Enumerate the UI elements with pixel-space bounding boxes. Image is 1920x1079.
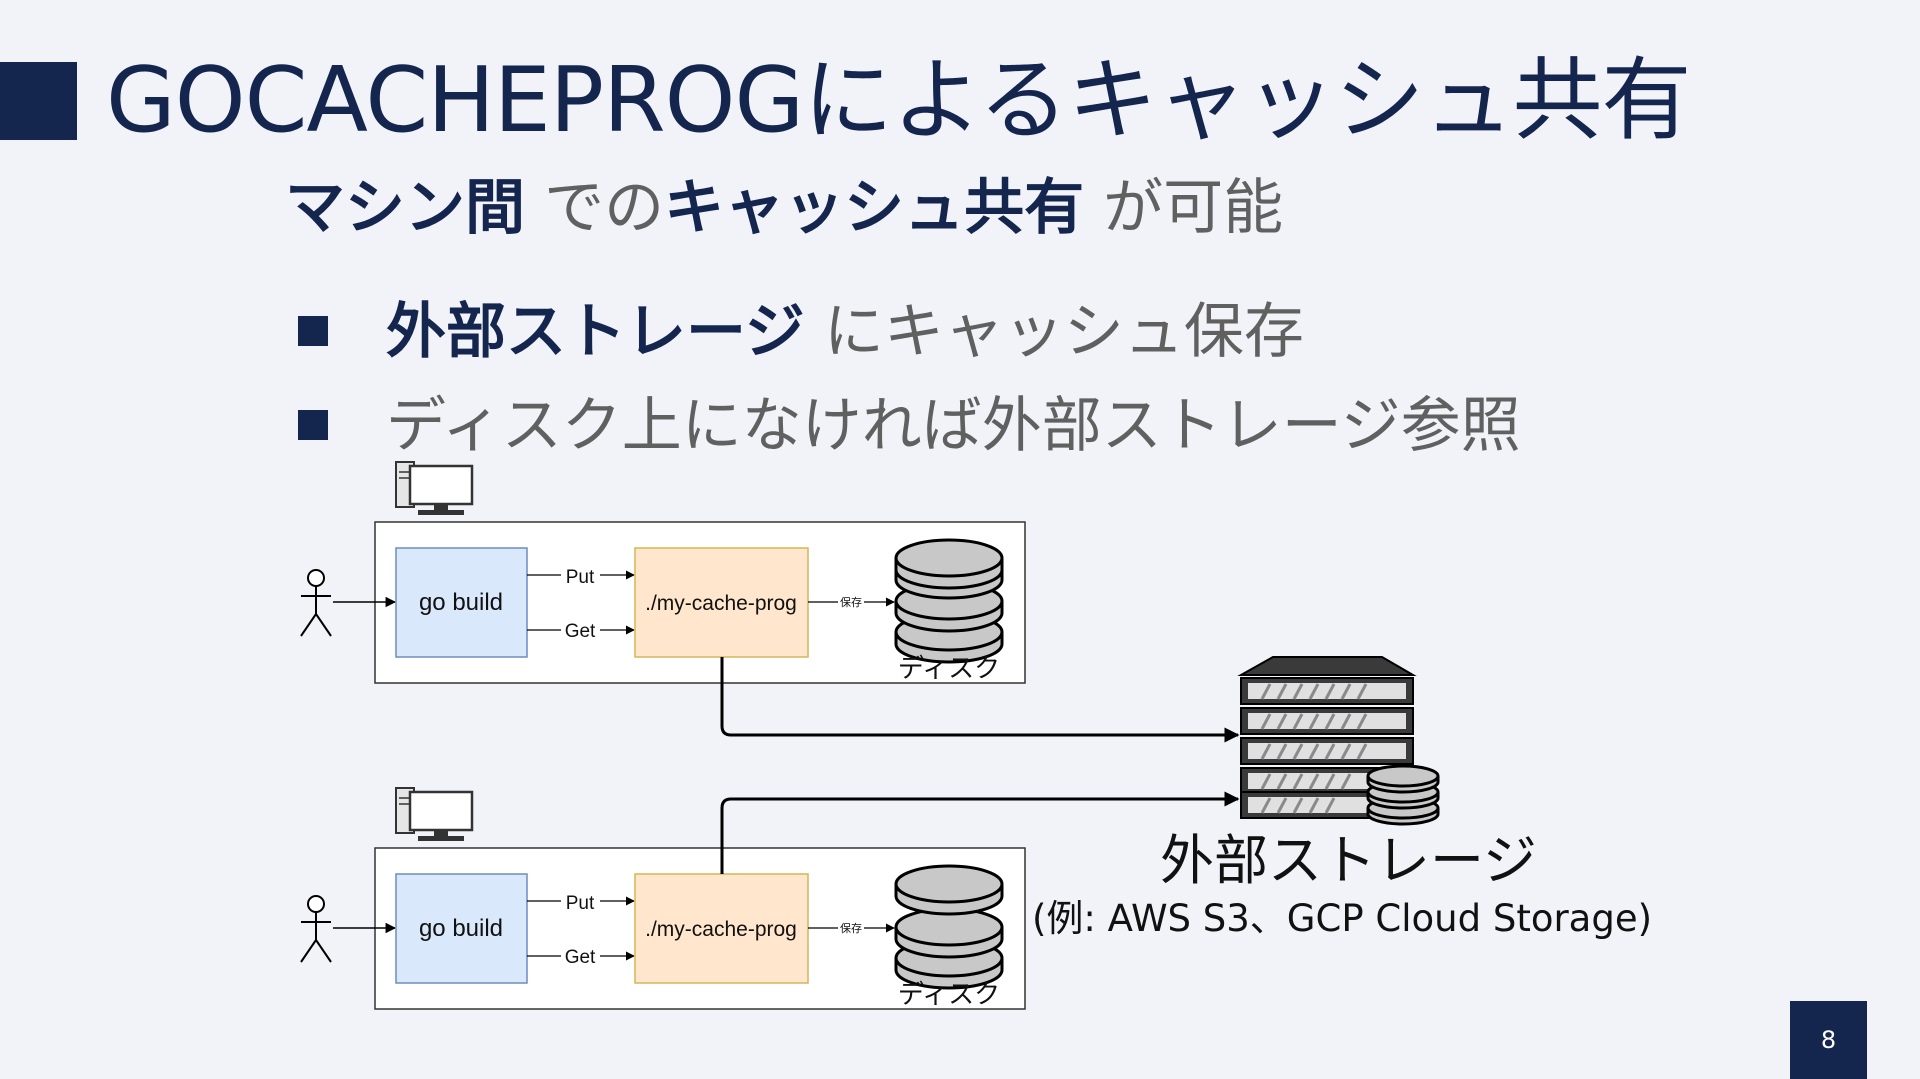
get-label: Get bbox=[565, 621, 596, 642]
disk-label: ディスク bbox=[898, 654, 1000, 684]
bullet-item-2: ディスク上になければ外部ストレージ参照 bbox=[298, 386, 1521, 466]
go-build-box bbox=[395, 873, 528, 984]
slide-subtitle: マシン間 でのキャッシュ共有 が可能 bbox=[285, 168, 1283, 248]
get-label: Get bbox=[565, 947, 596, 968]
external-storage-label: 外部ストレージ bbox=[1160, 829, 1537, 892]
bullet-1-text: にキャッシュ保存 bbox=[804, 297, 1304, 367]
server-stripes bbox=[1260, 683, 1368, 814]
go-build-box bbox=[395, 547, 528, 658]
bullet-2-text: ディスク上になければ外部ストレージ参照 bbox=[386, 391, 1521, 461]
go-build-label: go build bbox=[419, 915, 503, 942]
page-number: 8 bbox=[1790, 1001, 1867, 1079]
server-database-icon bbox=[1366, 764, 1440, 826]
put-label: Put bbox=[566, 567, 595, 588]
save-label: 保存 bbox=[840, 921, 862, 935]
machine-2: go build Put Get ./my-cache-prog 保存 ディスク bbox=[300, 787, 1026, 1010]
bullet-1-emphasis: 外部ストレージ bbox=[386, 297, 805, 367]
server-storage-icon bbox=[1237, 656, 1440, 826]
save-label: 保存 bbox=[840, 595, 862, 609]
disk-icon bbox=[894, 864, 1004, 990]
cache-prog-label: ./my-cache-prog bbox=[645, 592, 797, 615]
bullet-square-icon bbox=[298, 316, 328, 347]
subtitle-text-possible: が可能 bbox=[1084, 173, 1284, 243]
subtitle-emphasis-machines: マシン間 bbox=[285, 173, 525, 243]
cache-prog-box bbox=[634, 873, 809, 984]
cache-prog-label: ./my-cache-prog bbox=[645, 918, 797, 941]
computer-icon bbox=[395, 461, 474, 515]
disk-icon bbox=[894, 538, 1004, 664]
user-icon bbox=[300, 895, 332, 963]
computer-icon bbox=[395, 787, 474, 841]
machine-2-to-storage-arrow bbox=[720, 791, 1240, 874]
bullet-square-icon bbox=[298, 410, 328, 441]
cache-prog-box bbox=[634, 547, 809, 658]
title-accent-bar bbox=[0, 62, 77, 140]
bullet-item-1: 外部ストレージ にキャッシュ保存 bbox=[298, 292, 1304, 372]
external-storage-example: (例: AWS S3、GCP Cloud Storage) bbox=[1032, 897, 1653, 940]
machine-1: go build Put Get ./my-cache-prog 保存 ディスク bbox=[300, 461, 1026, 684]
go-build-label: go build bbox=[419, 589, 503, 616]
disk-label: ディスク bbox=[898, 980, 1000, 1010]
slide-title: GOCACHEPROGによるキャッシュ共有 bbox=[106, 48, 1691, 153]
subtitle-text-de: での bbox=[525, 173, 665, 243]
user-icon bbox=[300, 569, 332, 637]
machine-1-to-storage-arrow bbox=[720, 657, 1240, 743]
put-label: Put bbox=[566, 893, 595, 914]
subtitle-emphasis-cache-share: キャッシュ共有 bbox=[664, 173, 1085, 243]
